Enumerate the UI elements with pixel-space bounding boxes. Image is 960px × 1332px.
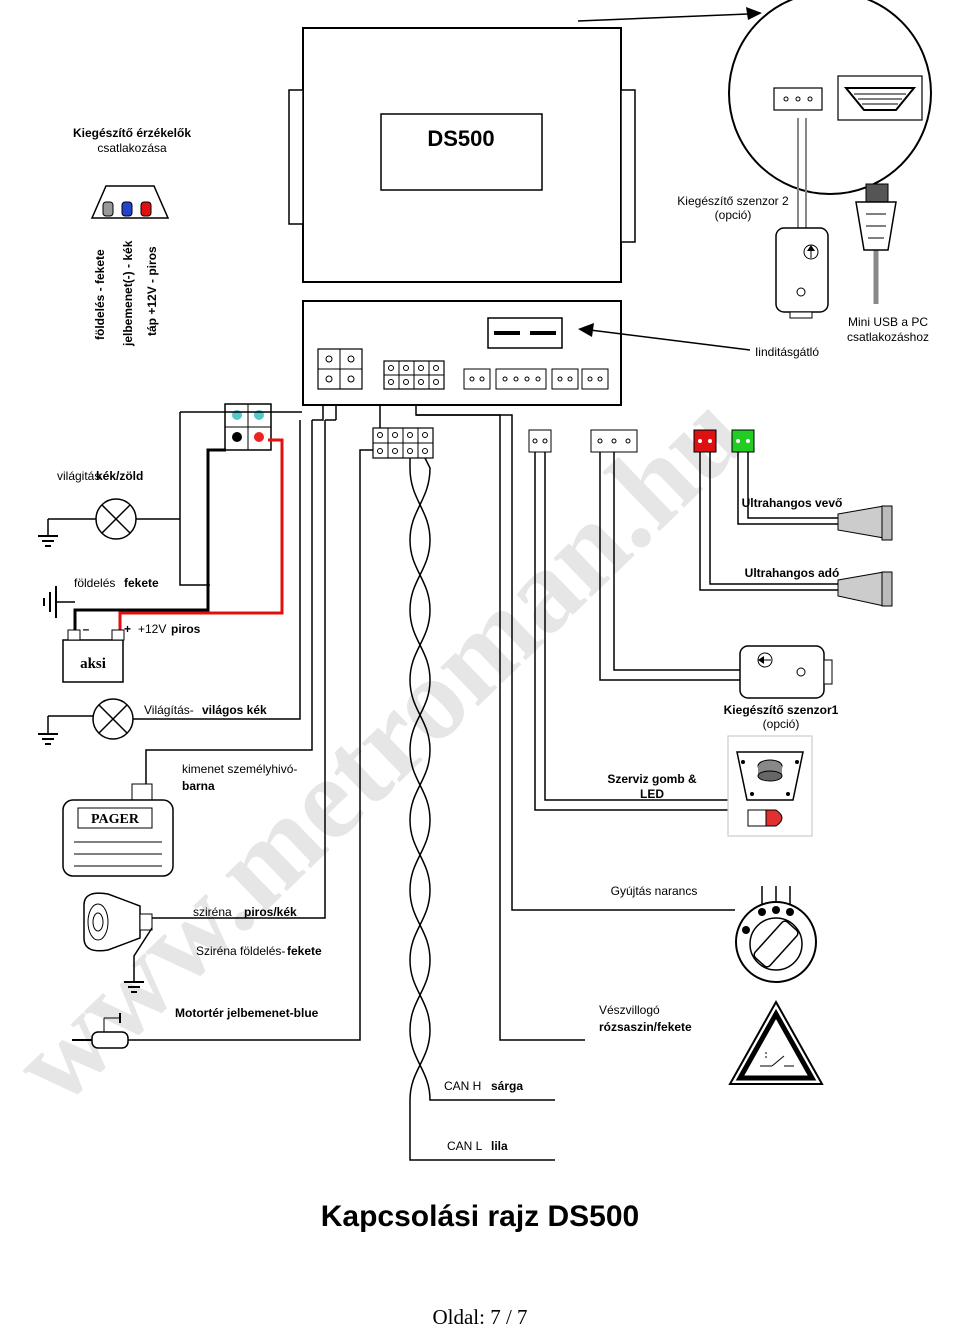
hazard-triangle-icon	[728, 999, 824, 1085]
wire-to-unit-left	[179, 412, 210, 586]
lighting-left-color: kék/zöld	[96, 469, 143, 483]
mini-usb-label-2: csatlakozáshoz	[847, 330, 929, 344]
lighting-right-prefix: Világítás-	[144, 703, 194, 717]
battery-label: aksi	[80, 656, 106, 672]
detail-circle	[728, 0, 932, 195]
ext-sensor1-label-1: Kiegészítő szenzor1	[724, 703, 839, 717]
battery-plus: +	[124, 622, 131, 636]
wire-siren-ground	[133, 927, 153, 966]
ext-wire-ground: földelés - fekete	[93, 249, 107, 340]
wire-siren	[152, 420, 326, 919]
harness-connector	[372, 427, 434, 459]
ext-sensor2-label-2: (opció)	[715, 208, 752, 222]
siren-prefix: sziréna	[193, 905, 232, 919]
ultrasonic-receiver-icon	[837, 505, 893, 541]
siren-ground-prefix: Sziréna földelés-	[196, 944, 285, 958]
ext-wire-trigger: jelbemenet(-) - kék	[121, 240, 135, 347]
wire-service-1	[534, 452, 728, 811]
siren-icon	[83, 892, 153, 952]
wire-service-2	[544, 452, 728, 801]
ultrasonic-rx-connector	[731, 429, 755, 453]
ultra-transmitter-label: Ultrahangos adó	[745, 566, 840, 580]
ground-prefix: földelés	[74, 576, 115, 590]
arrow-to-usb-port	[578, 323, 751, 351]
service-label-1: Szerviz gomb &	[607, 772, 697, 786]
wire-ultra-tx-1	[699, 452, 850, 591]
can-h-label: CAN H	[444, 1079, 481, 1093]
plus12-prefix: +12V	[138, 622, 166, 636]
hazard-label-2: rózsaszin/fekete	[599, 1020, 692, 1034]
ultra-receiver-label: Ultrahangos vevő	[742, 496, 843, 510]
wire-sensor1-a	[599, 452, 740, 681]
lighting-left-prefix: világitás	[57, 469, 100, 483]
immobilizer-module	[775, 194, 829, 319]
pager-label: PAGER	[91, 812, 140, 827]
wire-sensor1-b	[613, 452, 740, 671]
ext-wire-power: táp +12V - piros	[145, 246, 159, 336]
ultrasonic-tx-connector	[693, 429, 717, 453]
siren-color: piros/kék	[244, 905, 297, 919]
wire-ultra-rx-2	[747, 452, 850, 519]
chassis-ground-icon	[43, 586, 75, 618]
lamp-icon	[38, 498, 137, 547]
battery-minus: –	[83, 622, 90, 636]
page-number-label: Oldal:	[432, 1305, 485, 1329]
mini-usb-label-1: Mini USB a PC	[848, 315, 928, 329]
can-l-label: CAN L	[447, 1139, 483, 1153]
lighting-right-color: világos kék	[202, 703, 267, 717]
ext-sensors-label-2: csatlakozása	[97, 141, 167, 155]
can-h-color: sárga	[491, 1079, 523, 1093]
wire-ignition	[416, 414, 735, 911]
ext-sensors-connector	[90, 185, 170, 219]
page-number-value: 7 / 7	[490, 1305, 528, 1329]
immobilizer-label: Iinditásgátló	[755, 345, 819, 359]
ground-icon	[124, 966, 144, 993]
wire-lighting-right	[133, 420, 301, 720]
can-twisted-pair	[409, 457, 555, 1161]
page-number: Oldal: 7 / 7	[0, 1305, 960, 1330]
lamp-icon	[38, 698, 134, 745]
wire-battery-ground	[73, 448, 226, 630]
page-title: Kapcsolási rajz DS500	[320, 1200, 640, 1233]
ext-sensor1-label-2: (opció)	[763, 717, 800, 731]
wire-pager	[145, 420, 313, 784]
ext-sensor2-label-1: Kiegészítő szenzor 2	[677, 194, 789, 208]
plus12-color: piros	[171, 622, 201, 636]
wire-hood	[128, 449, 375, 1041]
pager-output-1: kimenet személyhivó-	[182, 762, 297, 776]
unit-name: DS500	[427, 126, 494, 151]
service-button-icon	[727, 735, 813, 837]
wire-stub	[312, 405, 324, 421]
power-connector	[224, 403, 272, 451]
wire-ultra-tx-2	[709, 452, 850, 585]
sensor1-connector	[590, 429, 638, 453]
service-label-2: LED	[640, 787, 664, 801]
pager-icon: PAGER	[62, 783, 174, 877]
service-connector	[528, 429, 552, 453]
siren-ground-color: fekete	[287, 944, 322, 958]
wire-battery-positive	[118, 438, 284, 630]
wire-ultra-rx-1	[737, 452, 850, 525]
ext-sensors-label-1: Kiegészítő érzékelők	[73, 126, 191, 140]
can-l-color: lila	[491, 1139, 508, 1153]
hood-input-label: Motortér jelbemenet-blue	[175, 1006, 319, 1020]
ground-color: fekete	[124, 576, 159, 590]
ds500-unit: DS500	[288, 27, 636, 406]
ext-sensor1-module	[739, 645, 833, 699]
pager-output-2: barna	[182, 779, 215, 793]
hazard-label-1: Vészvillogó	[599, 1003, 660, 1017]
battery-icon: aksi – +	[62, 622, 131, 683]
ignition-switch-icon	[735, 886, 817, 983]
ultrasonic-transmitter-icon	[837, 571, 893, 607]
arrow-to-usb-detail	[577, 7, 762, 22]
hood-switch-icon	[72, 1013, 129, 1049]
mini-usb-plug	[855, 183, 897, 304]
ignition-label: Gyújtás narancs	[611, 884, 698, 898]
